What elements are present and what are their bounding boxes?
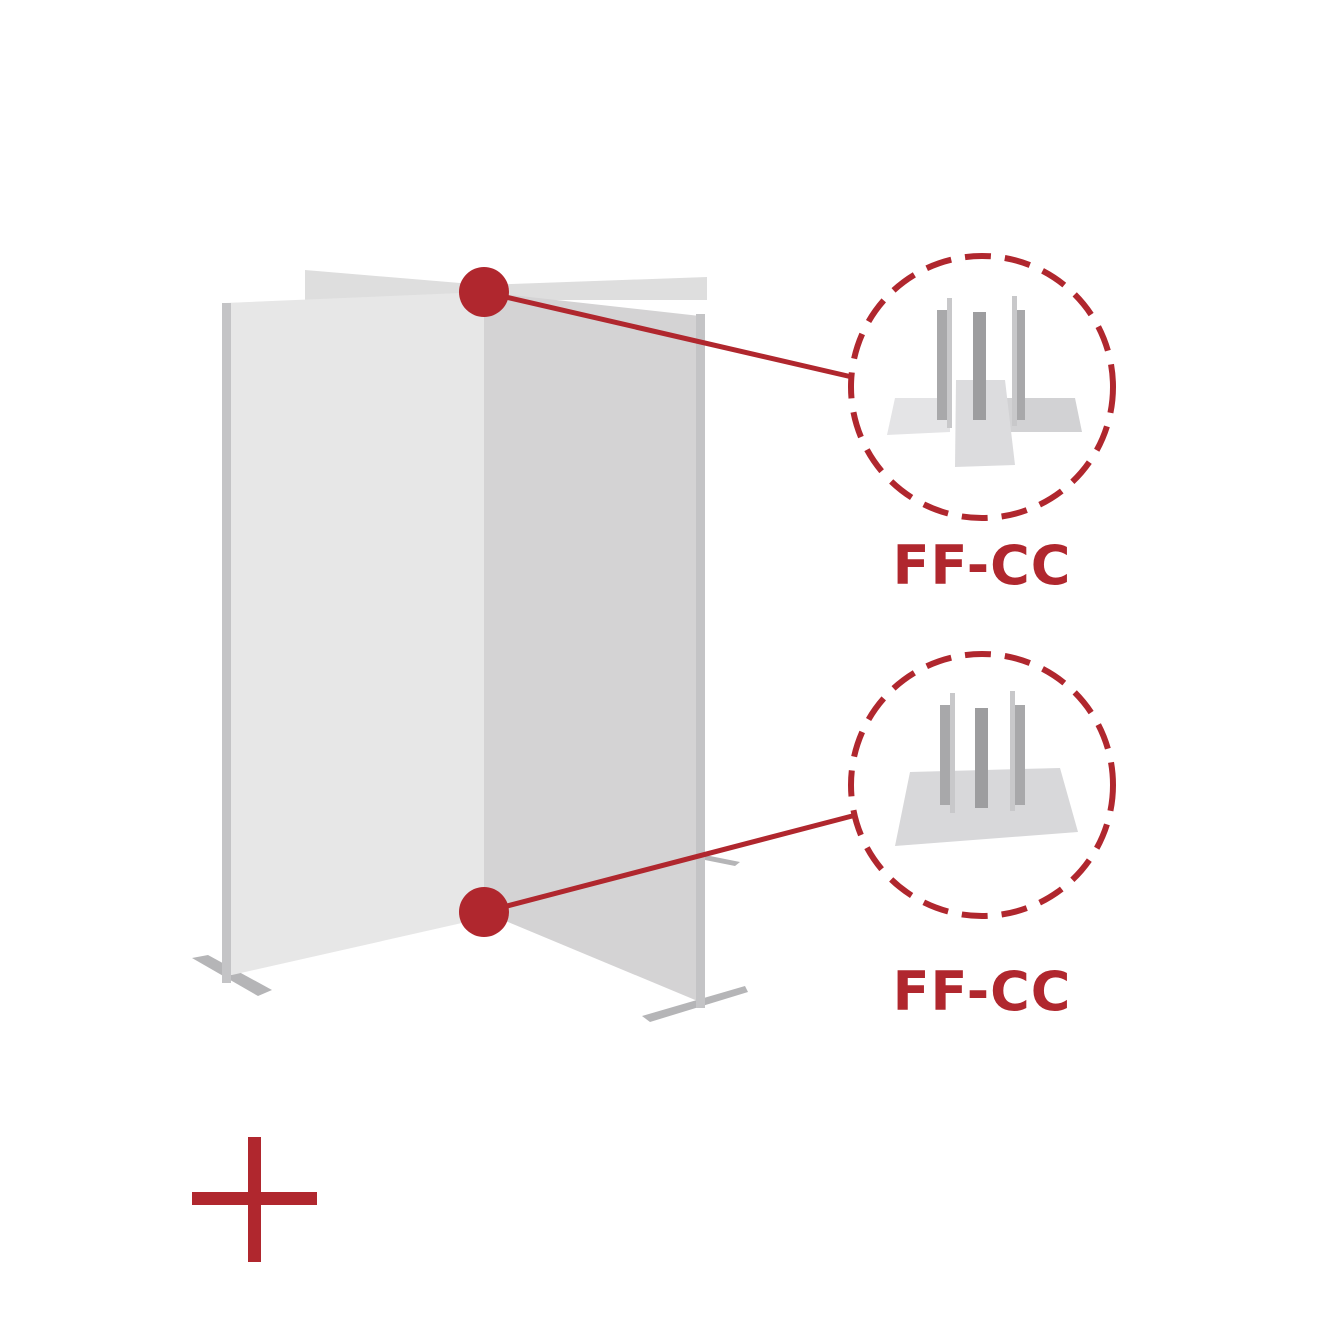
foot-right-front xyxy=(642,986,748,1022)
plus-icon[interactable] xyxy=(192,1137,317,1262)
right-panel xyxy=(484,292,700,1002)
left-panel-frame xyxy=(222,303,231,983)
callout-line-top xyxy=(483,289,853,380)
marker-dot-bottom xyxy=(459,887,509,937)
foot-left xyxy=(192,955,272,996)
connector-image-top xyxy=(887,296,1082,467)
right-panel-frame xyxy=(696,314,705,1008)
marker-dot-top xyxy=(459,267,509,317)
callout-line-bottom xyxy=(483,812,857,915)
foot-right-back xyxy=(705,855,740,866)
callout-label-bottom: FF-CC xyxy=(892,960,1072,1023)
left-panel xyxy=(225,292,484,975)
connector-image-bottom xyxy=(895,691,1078,846)
callout-label-top: FF-CC xyxy=(892,534,1072,597)
